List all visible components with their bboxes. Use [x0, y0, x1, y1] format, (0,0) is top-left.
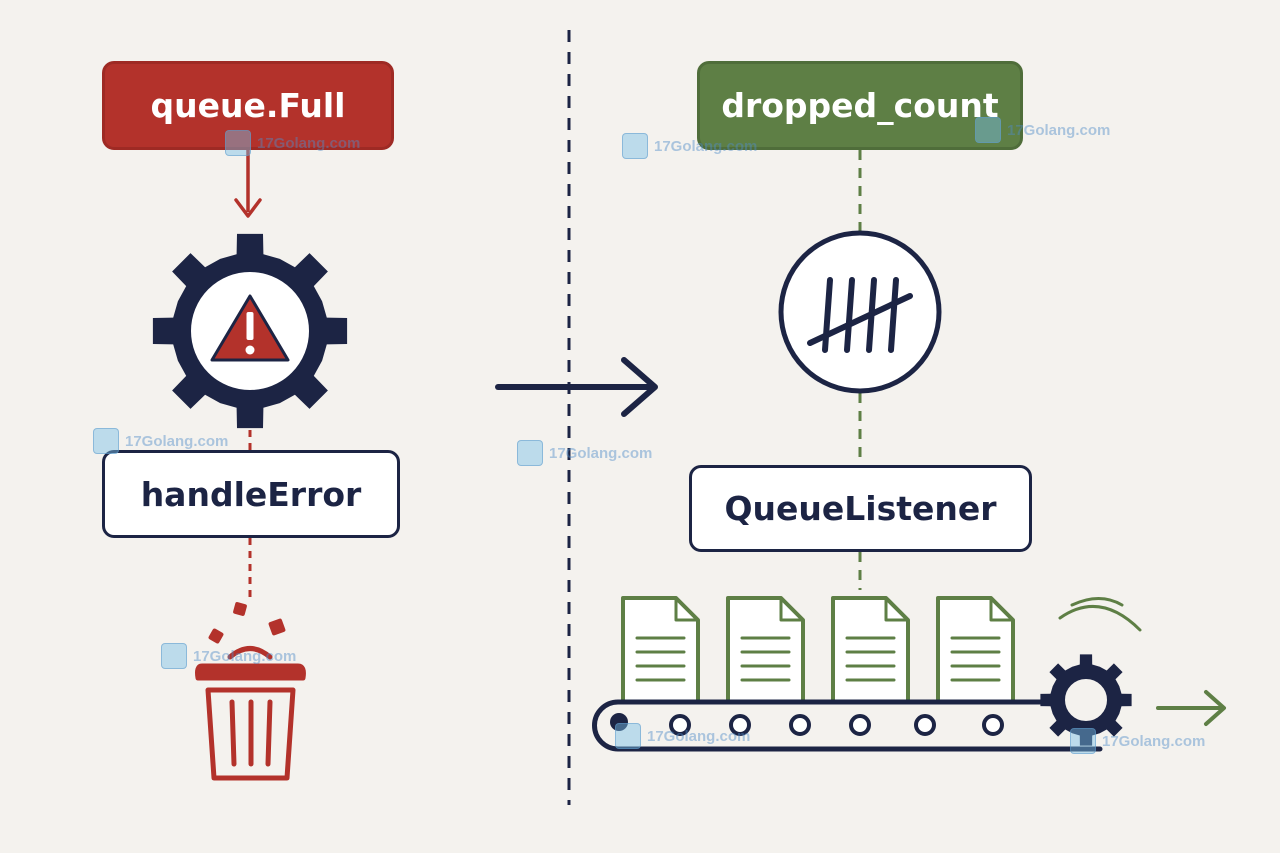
- trash-can-icon: [195, 646, 306, 781]
- arrow-right-icon: [1156, 690, 1226, 726]
- conveyor-belt-icon: [592, 699, 1103, 752]
- conveyor-roller: [789, 714, 811, 736]
- conveyor-roller: [669, 714, 691, 736]
- tally-counter-icon: [778, 230, 942, 394]
- listener-label: QueueListener: [689, 465, 1032, 552]
- gear-icon: [1040, 654, 1132, 746]
- dropped-items-icon: [208, 602, 286, 644]
- conveyor-roller: [849, 714, 871, 736]
- conveyor-roller: [729, 714, 751, 736]
- listener-label-text: QueueListener: [724, 489, 997, 528]
- arrow-down-icon: [234, 150, 262, 218]
- document-queue: [621, 596, 1015, 704]
- counter-label: dropped_count: [697, 61, 1023, 150]
- error-label: queue.Full: [102, 61, 394, 150]
- handler-label: handleError: [102, 450, 400, 538]
- conveyor-roller: [914, 714, 936, 736]
- document-icon: [831, 596, 910, 704]
- transition-arrow-icon: [495, 357, 658, 417]
- motion-lines-icon: [1058, 597, 1142, 632]
- document-icon: [726, 596, 805, 704]
- document-icon: [936, 596, 1015, 704]
- counter-label-text: dropped_count: [721, 86, 999, 125]
- document-icon: [621, 596, 700, 704]
- gear-warning-icon: [152, 233, 348, 429]
- error-label-text: queue.Full: [150, 86, 346, 125]
- handler-label-text: handleError: [140, 474, 362, 514]
- gear-hole: [1063, 677, 1109, 723]
- conveyor-roller: [982, 714, 1004, 736]
